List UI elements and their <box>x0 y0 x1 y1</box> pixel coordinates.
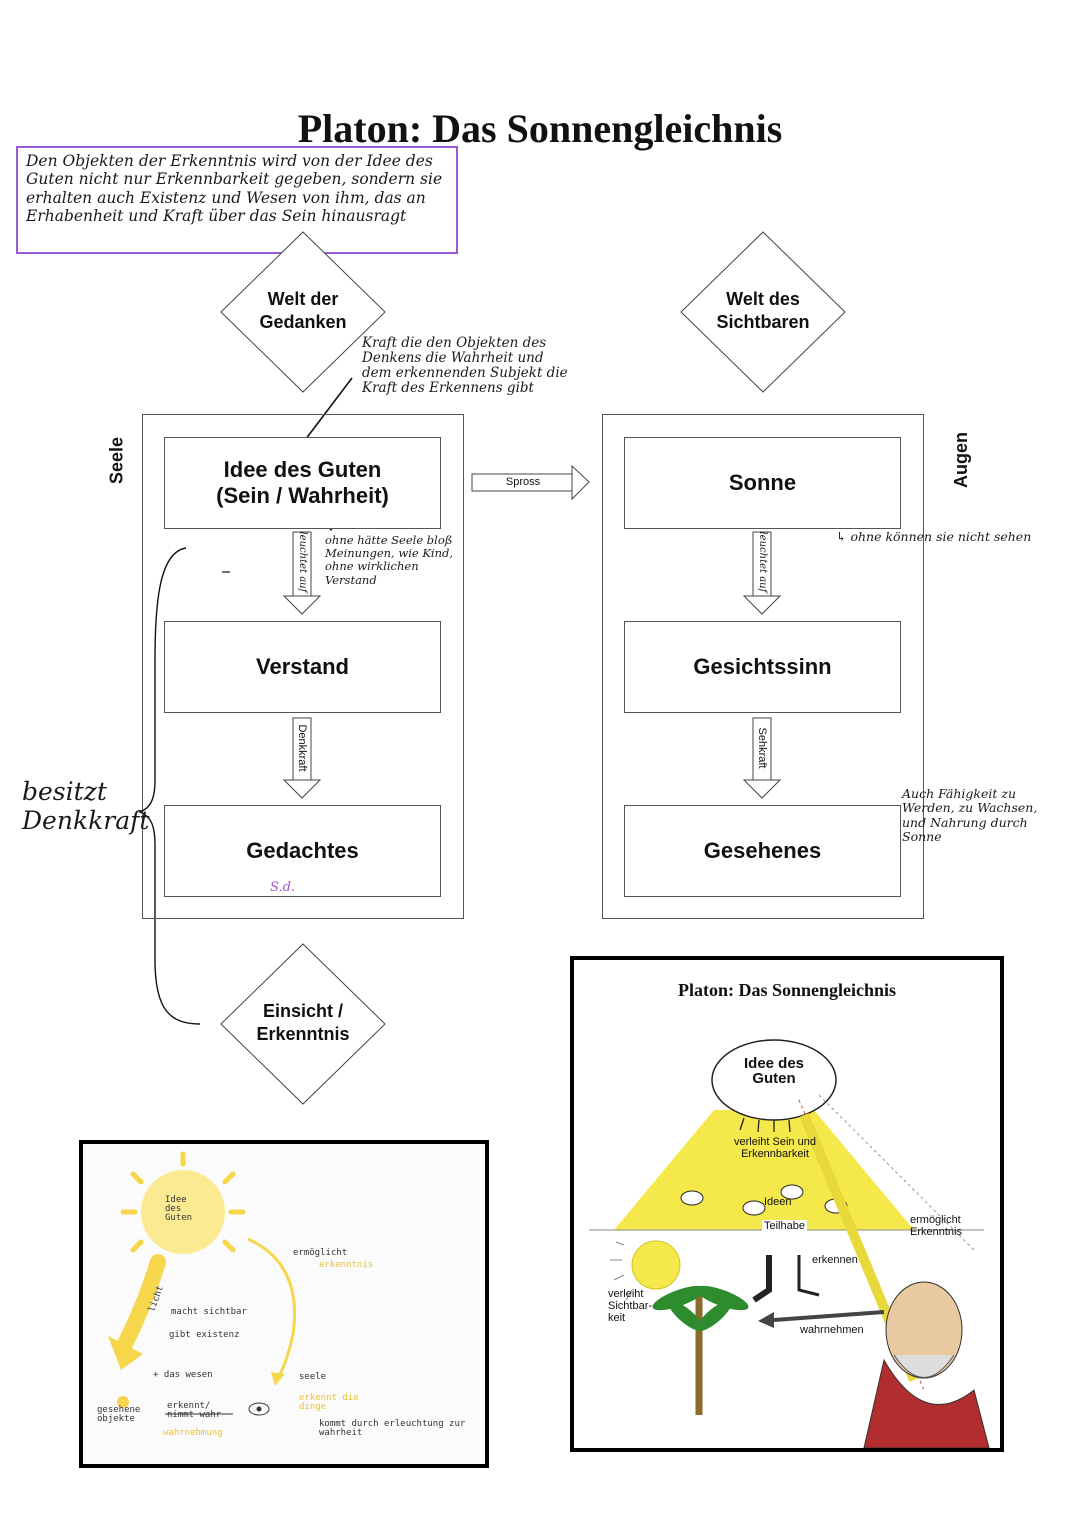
note-seele: ohne hätte Seele bloß Meinungen, wie Kin… <box>325 533 454 587</box>
figure-sichtbar: verleiht Sichtbar-keit <box>608 1288 653 1325</box>
figure-ideen: Ideen <box>764 1196 792 1208</box>
box-idee-des-guten: Idee des Guten (Sein / Wahrheit) <box>164 437 441 529</box>
label-welt-sichtbaren: Welt des Sichtbaren <box>716 289 810 333</box>
figure-teilhabe: Teilhabe <box>762 1220 807 1232</box>
box-verstand: Verstand <box>164 621 441 713</box>
sketch-drawing <box>83 1144 485 1464</box>
note-faehigkeit: Auch Fähigkeit zu Werden, zu Wachsen, un… <box>902 786 1038 845</box>
figure-verleiht: verleiht Sein und Erkennbarkeit <box>734 1136 816 1161</box>
diamond-welt-gedanken <box>220 231 386 393</box>
sketch-erkennt: erkennt/ nimmt wahr <box>167 1401 222 1420</box>
arrow-right-2 <box>742 717 782 799</box>
label-sehkraft: Sehkraft <box>756 727 768 769</box>
diamond-welt-sichtbaren <box>680 231 846 393</box>
sketch-seele: seele <box>299 1372 327 1382</box>
box-gesichtssinn: Gesichtssinn <box>624 621 901 713</box>
label-welt-gedanken: Welt der Gedanken <box>259 289 347 333</box>
note-box <box>16 146 458 254</box>
box-gesehenes: Gesehenes <box>624 805 901 897</box>
sketch-gibt: gibt existenz <box>169 1330 240 1340</box>
figure-title: Platon: Das Sonnengleichnis <box>677 980 897 1000</box>
note-top-text: Den Objekten der Erkenntnis wird von der… <box>26 152 443 225</box>
right-column <box>602 414 924 919</box>
sketch-wesen: + das wesen <box>153 1370 213 1380</box>
arrow-left-1 <box>282 531 322 615</box>
figure-drawing <box>589 1039 990 1448</box>
page-title: Platon: Das Sonnengleichnis <box>297 106 783 151</box>
arrow-right-1 <box>742 531 782 615</box>
label-leuchtet-right: leuchtet auf <box>756 531 768 593</box>
sketch-wahrnehmung: wahrnehmung <box>163 1428 223 1438</box>
arrow-left-2 <box>282 717 322 799</box>
idee-label: Idee des Guten <box>223 457 382 482</box>
label-denkkraft: Denkkraft <box>296 724 308 772</box>
figure-erkennen: erkennen <box>812 1254 858 1266</box>
sketch-erkenntnis: erkenntnis <box>319 1260 374 1270</box>
figure-idea: Idee des Guten <box>743 1055 805 1087</box>
sketch-ermoeglicht: ermöglicht <box>293 1248 348 1258</box>
label-einsicht: Einsicht / Erkenntnis <box>256 1001 350 1045</box>
figure-ermoeglicht: ermöglicht Erkenntnis <box>910 1214 962 1239</box>
label-leuchtet-left: leuchtet auf <box>296 531 308 593</box>
sein-wahrheit-label: (Sein / Wahrheit) <box>216 483 389 508</box>
left-column <box>142 414 464 919</box>
note-kraft: Kraft die den Objekten des Denkens die W… <box>362 335 568 397</box>
note-sonne: ↳ ohne können sie nicht sehen <box>836 529 1032 544</box>
sketch-kommt: kommt durch erleuchtung zur wahrheit <box>319 1419 466 1438</box>
label-seele: Seele <box>106 436 127 485</box>
sketch-gesehene: gesehene objekte <box>97 1405 141 1424</box>
note-besitzt: besitzt Denkkraft <box>22 777 150 835</box>
curly-brace <box>138 547 201 1025</box>
note-sd: S.d. <box>270 880 296 895</box>
box-gedachtes: Gedachtes <box>164 805 441 897</box>
sketch-erkennt-dinge: erkennt die dinge <box>299 1393 359 1412</box>
arrow-spross <box>471 464 590 501</box>
label-augen: Augen <box>951 432 971 488</box>
box-sonne: Sonne <box>624 437 901 529</box>
label-spross: Spross <box>505 476 541 488</box>
sketch-macht: macht sichtbar <box>171 1307 247 1317</box>
figure-wahrnehmen: wahrnehmen <box>800 1324 864 1336</box>
sonnengleichnis-figure: Platon: Das Sonnengleichnis Idee des Gut… <box>570 956 1004 1452</box>
diamond-einsicht <box>220 943 386 1105</box>
sketch-sun-label: Idee des Guten <box>165 1195 193 1223</box>
sketch-image: Idee des Guten licht macht sichtbar gibt… <box>79 1140 489 1468</box>
